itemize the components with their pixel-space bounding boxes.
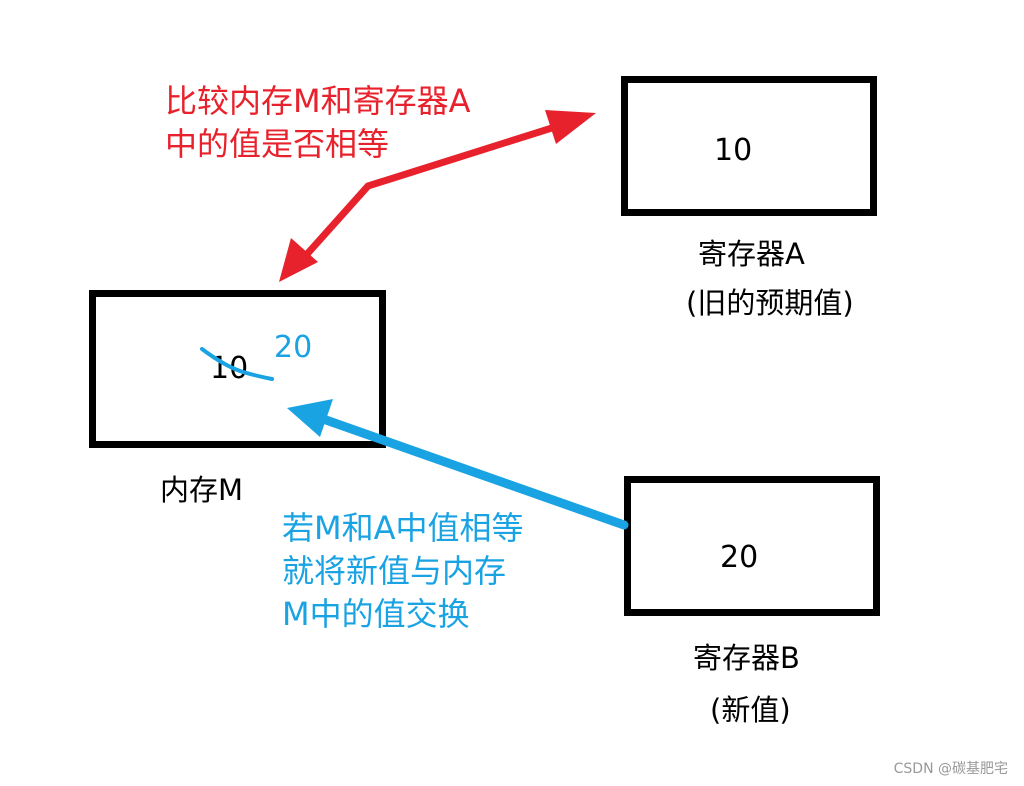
- swap-arrow-head: [287, 399, 333, 437]
- swap-annotation-line-2: 就将新值与内存: [282, 551, 507, 590]
- swap-annotation-line-3: M中的值交换: [282, 594, 470, 633]
- register-b-box: [624, 476, 880, 616]
- compare-annotation-line-2: 中的值是否相等: [165, 124, 390, 163]
- register-b-note: (新值): [710, 693, 791, 727]
- register-a-box: [621, 76, 877, 216]
- compare-arrow-line: [296, 123, 559, 266]
- compare-arrow-head-register: [545, 110, 596, 144]
- swap-annotation: 若M和A中值相等 就将新值与内存 M中的值交换: [282, 507, 524, 636]
- register-b-label: 寄存器B: [693, 641, 800, 675]
- compare-arrow-head-memory: [279, 238, 318, 282]
- memory-m-label: 内存M: [160, 473, 244, 507]
- compare-annotation-line-1: 比较内存M和寄存器A: [165, 82, 471, 120]
- register-a-value: 10: [714, 133, 753, 168]
- register-a-note: (旧的预期值): [686, 286, 854, 320]
- register-a-label: 寄存器A: [698, 237, 805, 271]
- watermark: CSDN @碳基肥宅: [893, 761, 1008, 777]
- swap-annotation-line-1: 若M和A中值相等: [282, 509, 524, 547]
- swap-arrow-line: [321, 415, 629, 530]
- strikethrough-scribble: [200, 347, 274, 381]
- register-b-value: 20: [720, 540, 759, 575]
- memory-m-new-value: 20: [274, 330, 313, 365]
- compare-annotation: 比较内存M和寄存器A 中的值是否相等: [165, 80, 471, 166]
